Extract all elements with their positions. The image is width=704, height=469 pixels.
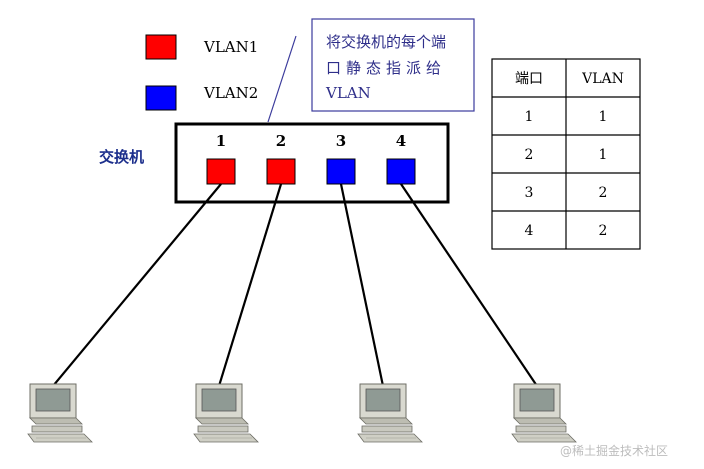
annotation-pointer [267, 35, 297, 123]
table-cell-r2-c1: 2 [525, 147, 534, 163]
table-cell-r4-c1: 4 [525, 223, 534, 239]
computers [27, 383, 577, 443]
switch-label: 交换机 [99, 148, 144, 166]
legend-swatch-vlan1 [145, 34, 177, 60]
annotation-line-1: 将交换机的每个端 [326, 33, 446, 51]
cable-3 [339, 183, 385, 387]
computer-2-icon [193, 383, 259, 443]
annotation-line-2: 口静态指派给 [326, 59, 446, 77]
cable-1 [52, 183, 222, 387]
table-header-2: VLAN [581, 71, 624, 87]
port-number-2: 2 [276, 132, 286, 150]
port-number-4: 4 [396, 132, 406, 150]
port-number-1: 1 [216, 132, 226, 150]
switch-ports: 1 2 3 4 [206, 132, 416, 185]
annotation-line-3: VLAN [325, 84, 371, 102]
watermark: @稀土掘金技术社区 [560, 443, 668, 458]
table-cell-r3-c2: 2 [599, 185, 608, 201]
table-header-1: 端口 [515, 71, 543, 87]
port-number-3: 3 [336, 132, 346, 150]
annotation-box [311, 18, 475, 112]
switch-port-2 [266, 158, 296, 185]
legend-label-vlan1: VLAN1 [203, 38, 258, 56]
table-cell-r1-c1: 1 [525, 109, 534, 125]
computer-1-icon [27, 383, 93, 443]
switch-port-3 [326, 158, 356, 185]
switch-port-1 [206, 158, 236, 185]
port-vlan-table: 端口 VLAN 1 1 2 1 3 2 4 2 [491, 58, 641, 250]
table-cell-r1-c2: 1 [599, 109, 608, 125]
computer-4-icon [511, 383, 577, 443]
table-cell-r3-c1: 3 [525, 185, 534, 201]
cable-2 [217, 183, 283, 387]
computer-3-icon [357, 383, 423, 443]
legend-label-vlan2: VLAN2 [203, 84, 258, 102]
cable-4 [400, 183, 538, 387]
table-cell-r2-c2: 1 [599, 147, 608, 163]
legend-swatch-vlan2 [145, 85, 177, 111]
cables [52, 183, 538, 387]
table-cell-r4-c2: 2 [599, 223, 608, 239]
switch-port-4 [386, 158, 416, 185]
